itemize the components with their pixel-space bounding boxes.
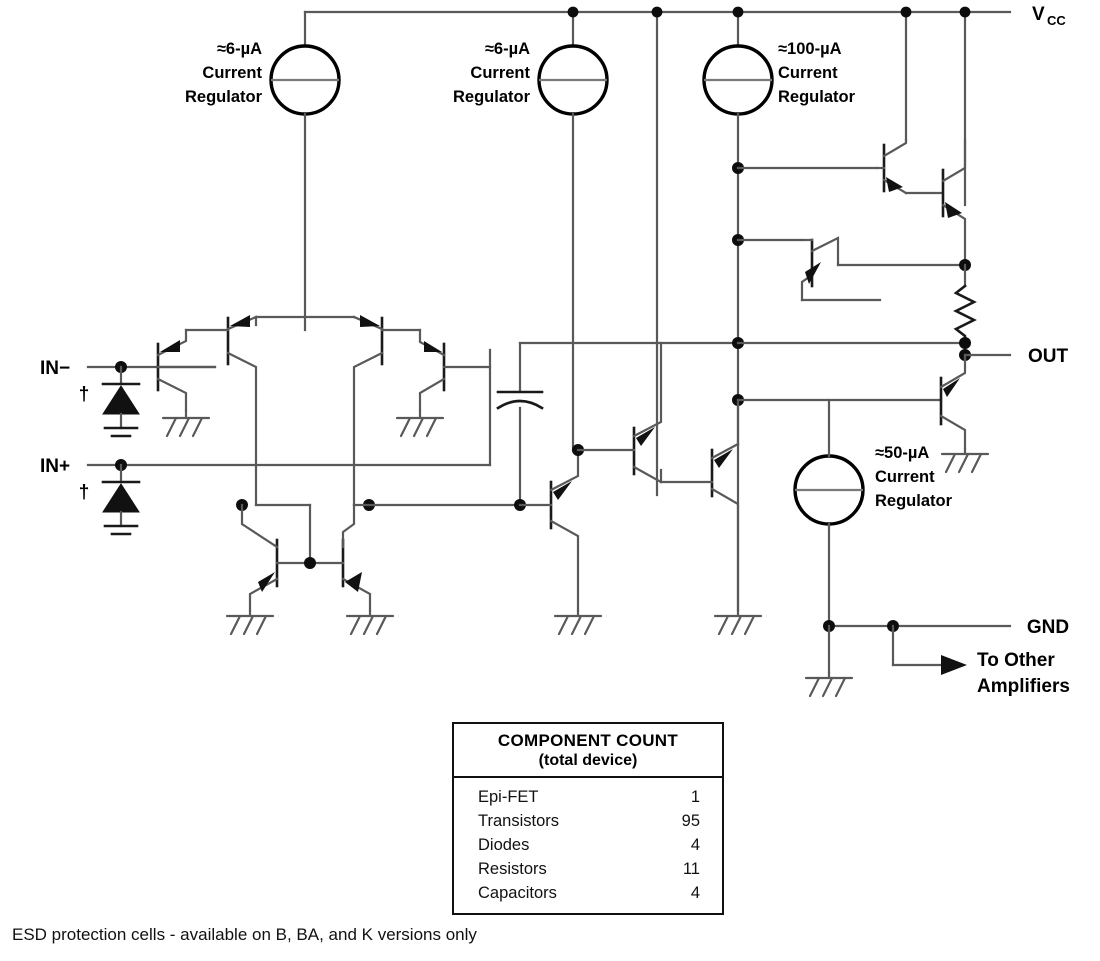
row-value: 4 bbox=[690, 883, 700, 902]
transistor-q7 bbox=[518, 444, 584, 612]
cs-label-2-line2: Current bbox=[470, 64, 530, 82]
component-count-title: COMPONENT COUNT bbox=[497, 731, 679, 750]
ground-symbol-q7 bbox=[553, 608, 603, 636]
gnd-rail bbox=[823, 620, 1012, 675]
cs-label-2-line3: Regulator bbox=[453, 88, 531, 106]
transistor-q3-diffpair-right bbox=[303, 315, 422, 507]
row-label: Epi-FET bbox=[478, 787, 539, 806]
esd-diode-in-minus bbox=[101, 382, 141, 438]
component-count-table: COMPONENT COUNT (total device) Epi-FET 1… bbox=[452, 722, 724, 915]
row-label: Resistors bbox=[478, 859, 547, 878]
cs-label-1-line2: Current bbox=[202, 64, 262, 82]
pin-label-vcc-subscript: CC bbox=[1047, 13, 1066, 28]
row-value: 4 bbox=[690, 835, 700, 854]
component-count-subtitle: (total device) bbox=[538, 752, 638, 769]
footnote-text: ESD protection cells - available on B, B… bbox=[12, 925, 477, 944]
row-label: Diodes bbox=[478, 835, 530, 854]
esd-dagger-in-minus: † bbox=[79, 384, 90, 405]
out-node bbox=[736, 337, 1012, 361]
vcc-junction-dots bbox=[567, 6, 971, 18]
pin-label-in-minus: IN− bbox=[40, 358, 70, 379]
row-label: Transistors bbox=[478, 811, 559, 830]
cs-label-3-line3: Regulator bbox=[778, 88, 856, 106]
transistor-q13-output-npn bbox=[736, 353, 967, 450]
ground-symbol-q9 bbox=[713, 608, 763, 636]
ground-symbol-q13 bbox=[940, 446, 990, 474]
current-regulator-6ua-left bbox=[269, 44, 341, 332]
transistor-q2-diffpair-left bbox=[184, 315, 307, 507]
row-value: 11 bbox=[682, 859, 700, 878]
input-in-plus bbox=[86, 348, 492, 482]
cs-label-3-line1: ≈100-µA bbox=[778, 40, 842, 58]
transistor-q12-bias-pnp bbox=[736, 236, 971, 302]
transistor-q5-mirror-left bbox=[236, 499, 312, 612]
transistor-q4-input-right bbox=[418, 328, 492, 412]
transistor-q8 bbox=[576, 341, 663, 484]
current-regulator-6ua-mid bbox=[537, 44, 609, 452]
component-count-header: COMPONENT COUNT (total device) bbox=[454, 724, 722, 778]
current-regulator-50ua bbox=[793, 398, 865, 628]
row-value: 95 bbox=[681, 811, 700, 830]
transistor-q1-input-left bbox=[156, 328, 217, 412]
input-in-minus bbox=[86, 361, 217, 384]
table-row: Epi-FET 1 bbox=[454, 785, 722, 809]
pin-label-out: OUT bbox=[1028, 346, 1069, 367]
cs-label-1-line1: ≈6-µA bbox=[217, 40, 262, 58]
to-other-amplifiers-line1: To Other bbox=[977, 650, 1055, 671]
cs-label-3-line2: Current bbox=[778, 64, 838, 82]
transistor-q9 bbox=[659, 394, 744, 612]
ground-symbol-q6 bbox=[345, 608, 395, 636]
cs-label-4-line2: Current bbox=[875, 468, 935, 486]
transistor-q10-upper-pnp bbox=[736, 138, 945, 195]
esd-diode-in-plus bbox=[101, 480, 141, 536]
vcc-branch-wires bbox=[571, 10, 967, 497]
table-row: Capacitors 4 bbox=[454, 881, 722, 905]
ground-symbol-gnd-rail bbox=[804, 670, 854, 698]
cs-label-4-line3: Regulator bbox=[875, 492, 953, 510]
component-count-body: Epi-FET 1 Transistors 95 Diodes 4 Resist… bbox=[454, 778, 722, 913]
transistor-q6-mirror-right bbox=[304, 499, 522, 612]
cs-label-1-line3: Regulator bbox=[185, 88, 263, 106]
compensation-capacitor bbox=[496, 341, 740, 511]
cs-label-4-line1: ≈50-µA bbox=[875, 444, 929, 462]
pin-label-in-plus: IN+ bbox=[40, 456, 70, 477]
cs-label-2-line1: ≈6-µA bbox=[485, 40, 530, 58]
row-label: Capacitors bbox=[478, 883, 557, 902]
transistor-q11-driver-pnp bbox=[941, 138, 967, 267]
pin-label-gnd: GND bbox=[1027, 617, 1069, 638]
current-regulator-100ua bbox=[702, 44, 774, 612]
table-row: Transistors 95 bbox=[454, 809, 722, 833]
ground-symbol-q1 bbox=[161, 408, 211, 438]
esd-dagger-in-plus: † bbox=[79, 482, 90, 503]
to-other-amplifiers-line2: Amplifiers bbox=[977, 676, 1070, 697]
ground-symbol-q4 bbox=[395, 408, 445, 438]
table-row: Resistors 11 bbox=[454, 857, 722, 881]
table-row: Diodes 4 bbox=[454, 833, 722, 857]
ground-symbol-q5 bbox=[225, 608, 275, 636]
row-value: 1 bbox=[690, 787, 700, 806]
pin-label-vcc: V bbox=[1032, 4, 1045, 25]
